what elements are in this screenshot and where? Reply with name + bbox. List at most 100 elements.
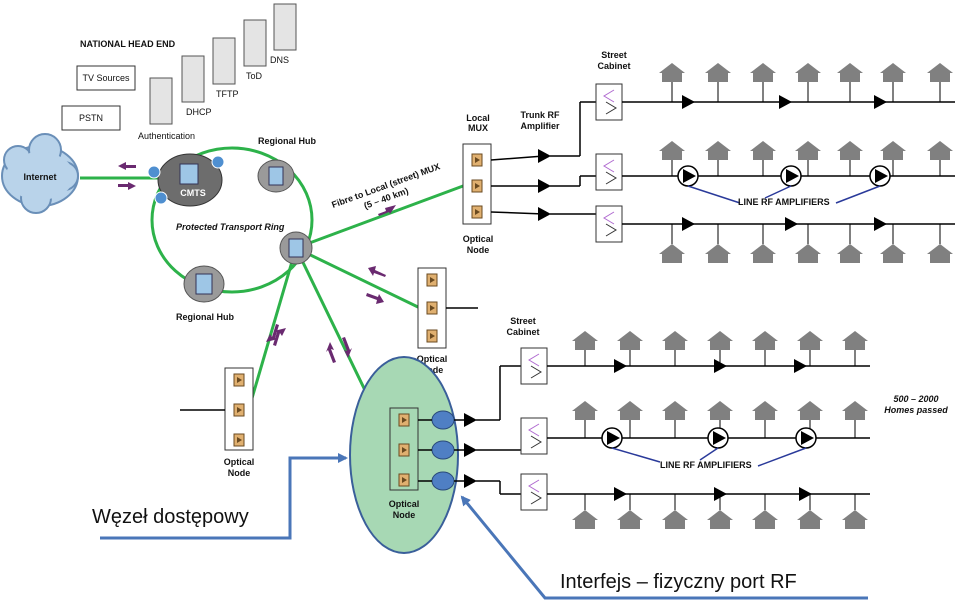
trunk-amp-label-1: Trunk RF bbox=[520, 110, 560, 120]
bottom-amp-pointer-1 bbox=[611, 447, 661, 463]
trunk-amp-label-2: Amplifier bbox=[520, 121, 560, 131]
homes-passed-label-1: 500 – 2000 bbox=[893, 394, 938, 404]
bottom-row2-house-3-roof bbox=[662, 401, 688, 411]
top-row2-house-1-body bbox=[662, 151, 682, 160]
bottom-row2-house-6-roof bbox=[797, 401, 823, 411]
top-row3-house-2-roof bbox=[705, 244, 731, 254]
purple-arrow-1 bbox=[118, 162, 136, 170]
tv-sources-box bbox=[76, 65, 136, 91]
fibre-to-local-mux bbox=[295, 184, 464, 250]
server-dns bbox=[273, 3, 297, 51]
top-row1-house-7-roof bbox=[927, 63, 953, 73]
street-cabinet-top-3-splitter-a bbox=[603, 211, 615, 225]
mux-port-3-glyph bbox=[475, 209, 480, 215]
bottom-amp-pointer-2 bbox=[699, 447, 719, 461]
regional-hub-top-icon bbox=[268, 166, 284, 186]
street-cabinet-bottom-label-1: Street bbox=[510, 316, 536, 326]
top-row1-house-2-roof bbox=[705, 63, 731, 73]
access-trunk-amp-1 bbox=[464, 413, 477, 427]
ring-hub-center-icon bbox=[288, 238, 304, 258]
street-cabinet-bottom-2-splitter-a bbox=[528, 423, 540, 437]
street-cabinet-bottom-label-2: Cabinet bbox=[506, 327, 539, 337]
mux-port-2-glyph bbox=[475, 183, 480, 189]
mux-coax-1 bbox=[490, 155, 545, 161]
top-row1-house-4-body bbox=[798, 73, 818, 82]
server-tftp bbox=[212, 37, 236, 85]
bottom-row1-house-4-body bbox=[710, 341, 730, 350]
bottom-row1-house-7-roof bbox=[842, 331, 868, 341]
top-row3-house-6-body bbox=[883, 254, 903, 263]
purple-arrows bbox=[118, 162, 396, 363]
mid-node-port-3-glyph bbox=[430, 333, 435, 339]
top-row3-amp-2 bbox=[785, 217, 798, 231]
dns-label: DNS bbox=[270, 55, 289, 65]
top-row3-house-3-roof bbox=[750, 244, 776, 254]
tftp-label: TFTP bbox=[216, 89, 239, 99]
access-node-callout-arrow bbox=[100, 453, 348, 540]
top-row1-house-6-roof bbox=[880, 63, 906, 73]
pstn-box bbox=[61, 105, 121, 131]
bottom-row1-house-3-body bbox=[665, 341, 685, 350]
bottom-row3-house-6-roof bbox=[797, 510, 823, 520]
access-trunk-amp-2 bbox=[464, 443, 477, 457]
homes-passed-label-2: Homes passed bbox=[884, 405, 948, 415]
optical-node-left-label-1: Optical bbox=[224, 457, 255, 467]
street-cabinet-bottom-2-splitter-b bbox=[530, 435, 542, 449]
top-amp-pointer-1 bbox=[687, 185, 741, 204]
dhcp-label: DHCP bbox=[186, 107, 212, 117]
bottom-row1-house-6-body bbox=[800, 341, 820, 350]
access-trunk-amp-3 bbox=[464, 474, 477, 488]
top-row1-amp-2 bbox=[779, 95, 792, 109]
top-row3-house-2-body bbox=[708, 254, 728, 263]
line-amps-top-label: LINE RF AMPLIFIERS bbox=[738, 197, 830, 207]
top-row3-house-5-body bbox=[840, 254, 860, 263]
top-row2-house-6-body bbox=[883, 151, 903, 160]
top-row1-amp-3 bbox=[874, 95, 887, 109]
bottom-row1-house-7-body bbox=[845, 341, 865, 350]
server-dhcp bbox=[181, 55, 205, 103]
coax-networks bbox=[233, 63, 955, 529]
purple-arrow-8 bbox=[326, 342, 336, 363]
street-cabinet-top-label-2: Cabinet bbox=[597, 61, 630, 71]
rf-port-3 bbox=[431, 471, 455, 491]
rf-port-1 bbox=[431, 410, 455, 430]
bottom-row2-house-1-body bbox=[575, 411, 595, 420]
local-mux-label-1: Local bbox=[466, 113, 490, 123]
mux-coax-3 bbox=[490, 211, 545, 215]
top-row1-house-6-body bbox=[883, 73, 903, 82]
top-row3-house-1-roof bbox=[659, 244, 685, 254]
interface-callout-arrow bbox=[460, 495, 868, 600]
access-node-port-2-glyph bbox=[402, 447, 407, 453]
tod-label: ToD bbox=[246, 71, 263, 81]
optical-node-access-label-1: Optical bbox=[389, 499, 420, 509]
top-row2-line-amp-2-triangle bbox=[786, 169, 799, 183]
bottom-row3-house-1-body bbox=[575, 520, 595, 529]
bottom-row2-house-1-roof bbox=[572, 401, 598, 411]
bottom-row3-house-3-roof bbox=[662, 510, 688, 520]
bottom-row3-house-4-body bbox=[710, 520, 730, 529]
street-cabinet-bottom-3 bbox=[520, 473, 548, 511]
fibre-to-optical-node-left bbox=[248, 247, 298, 406]
bottom-row3-house-7-body bbox=[845, 520, 865, 529]
protected-ring-label: Protected Transport Ring bbox=[176, 222, 285, 232]
bottom-row2-line-amp-1-triangle bbox=[607, 431, 620, 445]
router-icon-2 bbox=[154, 191, 168, 205]
bottom-row2-house-2-body bbox=[620, 411, 640, 420]
protected-ring-fibre bbox=[150, 146, 314, 294]
top-row2-house-1-roof bbox=[659, 141, 685, 151]
top-row3-house-5-roof bbox=[837, 244, 863, 254]
top-row2-house-2-body bbox=[708, 151, 728, 160]
street-cabinet-bottom-1-splitter-b bbox=[530, 365, 542, 379]
left-node-port-2-glyph bbox=[237, 407, 242, 413]
purple-arrow-7 bbox=[273, 328, 286, 346]
top-row1-house-2-body bbox=[708, 73, 728, 82]
top-row2-house-6-roof bbox=[880, 141, 906, 151]
street-cabinet-top-2-splitter-b bbox=[605, 171, 617, 185]
bottom-row1-house-5-body bbox=[755, 341, 775, 350]
top-row3-house-3-body bbox=[753, 254, 773, 263]
bottom-row3-house-7-roof bbox=[842, 510, 868, 520]
top-row3-amp-3 bbox=[874, 217, 887, 231]
optical-node-access bbox=[389, 407, 419, 491]
